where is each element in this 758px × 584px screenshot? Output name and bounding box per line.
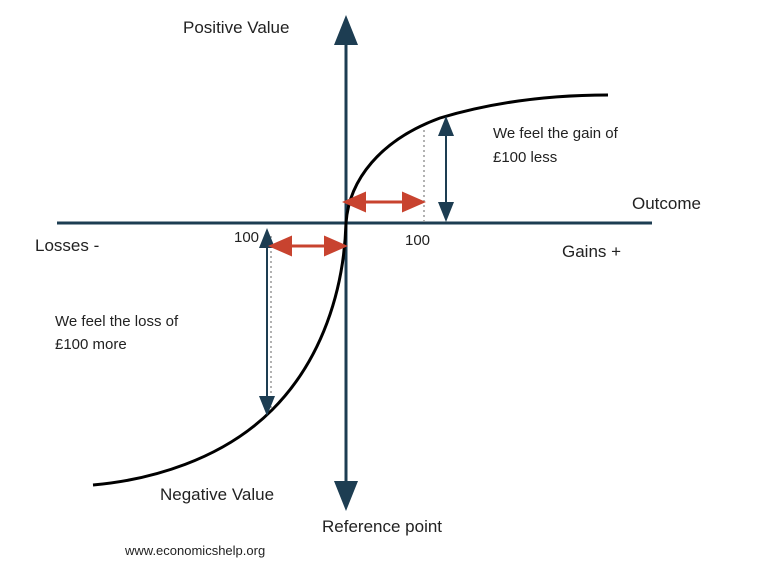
positive-value-label: Positive Value [183,18,290,37]
value-curve-losses [92,222,348,487]
loss-tick-label: 100 [234,229,260,246]
negative-value-label: Negative Value [160,485,275,504]
value-curve-gains [344,93,609,224]
reference-point-label: Reference point [322,517,443,536]
outcome-label: Outcome [632,194,701,213]
gain-note-line2: £100 less [493,149,558,166]
gain-tick-label: 100 [405,232,431,249]
loss-note-line1: We feel the loss of [55,313,179,330]
source-label: www.economicshelp.org [125,543,266,558]
losses-label: Losses - [35,236,100,255]
loss-note-line2: £100 more [55,336,127,353]
gain-note-line1: We feel the gain of [493,125,618,142]
gains-label: Gains + [562,242,622,261]
